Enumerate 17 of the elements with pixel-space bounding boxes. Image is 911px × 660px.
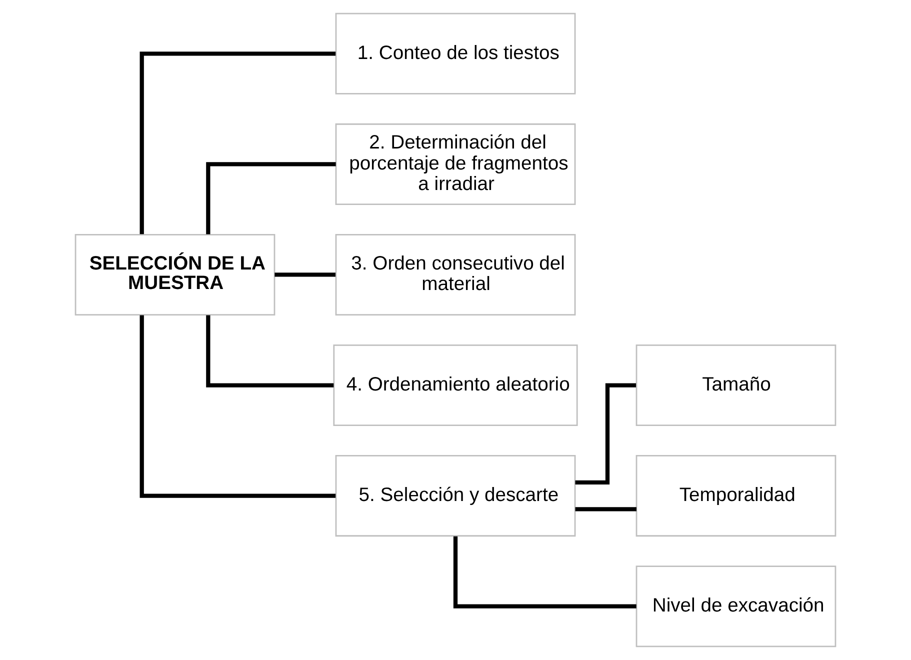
node-box: 3. Orden consecutivo del material — [335, 234, 576, 316]
connector — [140, 52, 336, 234]
connector — [274, 272, 336, 277]
connector — [575, 383, 636, 485]
node-box: SELECCIÓN DE LA MUESTRA — [74, 234, 276, 316]
connector — [140, 315, 336, 498]
node-box: 1. Conteo de los tiestos — [335, 12, 576, 94]
node-box: 4. Ordenamiento aleatorio — [333, 344, 578, 426]
connector — [575, 507, 636, 512]
connector — [206, 162, 336, 234]
connector — [206, 315, 334, 388]
connector — [453, 536, 636, 608]
node-box: 5. Selección y descarte — [335, 455, 576, 537]
node-box: 2. Determinación del porcentaje de fragmentos a irradiar — [335, 123, 576, 205]
node-box: Temporalidad — [636, 455, 836, 537]
node-box: Tamaño — [636, 344, 836, 426]
node-box: Nivel de excavación — [636, 566, 836, 648]
